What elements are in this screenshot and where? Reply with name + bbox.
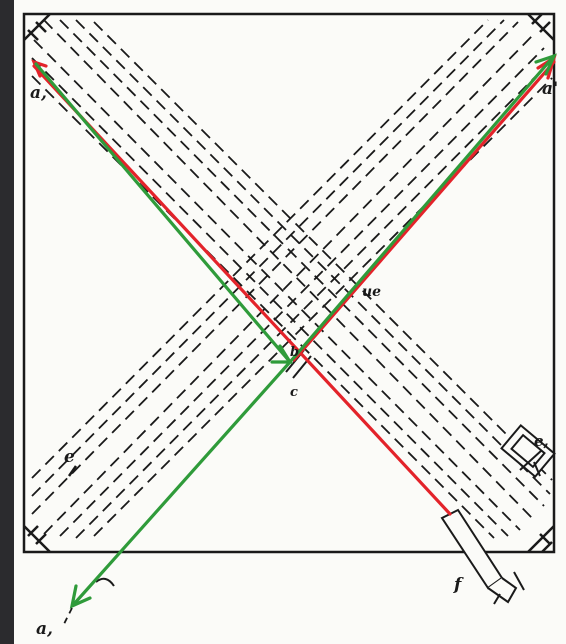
label-a-bottom: a,	[36, 619, 53, 639]
diagram-canvas: a, a' a, b c ue e e, f	[22, 12, 558, 639]
lens-bottom-left	[95, 577, 115, 587]
green-arrowhead-center	[270, 344, 293, 364]
red-arrowhead-left	[31, 59, 48, 78]
label-f: f	[453, 575, 464, 595]
label-a-top-right: a'	[542, 79, 558, 99]
label-e-left: e	[64, 447, 75, 467]
corner-mirror-bottom-left	[23, 525, 51, 553]
beam-paths-diagonal-a	[31, 19, 553, 539]
label-e-right: e,	[534, 432, 549, 450]
ray-continuation-bottom	[63, 607, 73, 625]
label-a-top-left: a,	[30, 83, 47, 103]
corner-mirror-top-left	[23, 13, 51, 41]
corner-mirrors	[23, 13, 555, 553]
table-outline	[22, 12, 556, 554]
interferometer-diagram: a, a' a, b c ue e e, f	[14, 0, 566, 644]
corner-mirror-bottom-right	[527, 525, 555, 553]
beam-paths-diagonal-b	[31, 19, 553, 539]
green-arrowhead-top-right	[534, 53, 557, 76]
label-b: b	[290, 345, 299, 360]
green-ray	[34, 53, 557, 609]
red-ray	[31, 54, 557, 516]
label-c: c	[290, 385, 298, 400]
green-arrowhead-bottom-left	[69, 584, 92, 609]
tick-e-left	[67, 465, 78, 477]
light-source-f	[440, 508, 525, 605]
label-d: ue	[362, 284, 381, 300]
corner-mirror-top-right	[527, 13, 555, 41]
observing-telescope-e	[500, 423, 556, 479]
